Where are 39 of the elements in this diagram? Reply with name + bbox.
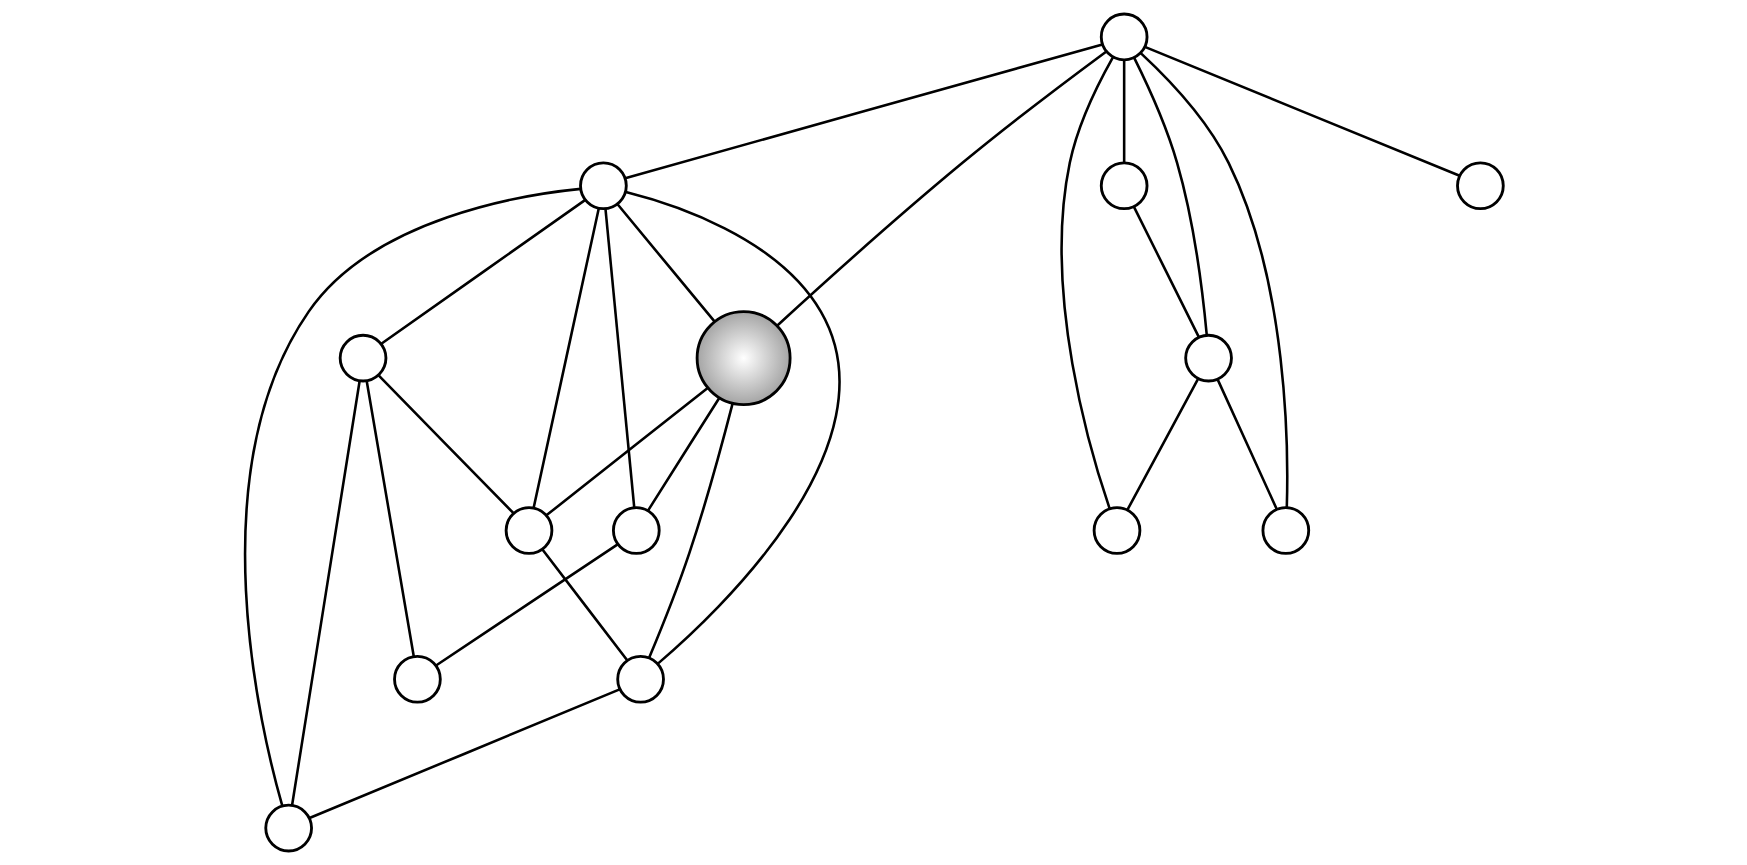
connector [545, 386, 708, 517]
connector [775, 50, 1107, 327]
connector [603, 208, 636, 508]
connector [1143, 45, 1460, 177]
connector [1122, 59, 1125, 163]
node-circle [1099, 12, 1148, 62]
connector [380, 198, 586, 345]
connector [647, 403, 734, 659]
connector [243, 187, 581, 807]
connector [376, 374, 514, 514]
node-circle [611, 506, 661, 555]
connector [615, 203, 716, 323]
node-circle [263, 803, 313, 853]
node-circle [1455, 161, 1505, 211]
connector [1060, 56, 1114, 510]
node-circle [578, 161, 628, 211]
connector [1132, 57, 1208, 335]
connector [624, 43, 1103, 180]
connector [1125, 378, 1199, 511]
connector [540, 548, 628, 662]
connector [531, 208, 600, 508]
node-circle [1183, 333, 1233, 383]
node-circle [504, 506, 553, 555]
connector [290, 380, 361, 806]
node-circle [392, 654, 442, 704]
connector [1216, 379, 1278, 510]
node-circle [615, 654, 665, 704]
connector [364, 380, 415, 657]
node-circle [1092, 506, 1141, 555]
connector [434, 543, 618, 667]
node-circle [338, 333, 387, 383]
connector [625, 190, 841, 665]
node-circle [1261, 506, 1310, 555]
node-circle [695, 310, 792, 407]
connector [308, 688, 620, 820]
node-circle [1099, 161, 1148, 211]
connector [1139, 52, 1288, 508]
connector [646, 397, 720, 512]
connector [1132, 206, 1200, 338]
